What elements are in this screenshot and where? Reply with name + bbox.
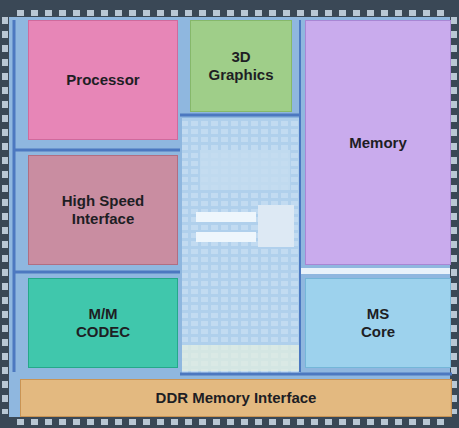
block-label: MS Core [354, 305, 402, 341]
graphics-block: 3D Graphics [190, 20, 292, 112]
block-label: High Speed Interface [48, 192, 158, 228]
block-label: Processor [66, 71, 139, 89]
logic-block [196, 212, 256, 222]
bond-pads [2, 14, 8, 414]
block-label: DDR Memory Interface [156, 389, 317, 407]
logic-area [182, 118, 300, 373]
bus-line [299, 20, 301, 372]
bond-pads [12, 10, 448, 16]
bus-line [14, 149, 180, 152]
processor-block: Processor [28, 20, 178, 140]
logic-block [200, 150, 290, 190]
bus-line [180, 373, 452, 376]
bond-pads [12, 419, 448, 425]
memory-block: Memory [305, 20, 451, 265]
bus-line [300, 268, 450, 274]
block-label: M/M CODEC [72, 305, 134, 341]
logic-block [258, 205, 294, 247]
bus-line [180, 114, 300, 117]
interface-block: High Speed Interface [28, 155, 178, 265]
logic-block [196, 232, 256, 242]
bus-line [13, 20, 16, 372]
ddr-interface-block: DDR Memory Interface [20, 379, 452, 417]
codec-block: M/M CODEC [28, 278, 178, 368]
block-label: 3D Graphics [201, 48, 281, 84]
block-label: Memory [349, 134, 407, 152]
die-core [9, 17, 450, 417]
bus-line [14, 271, 180, 274]
core-block: MS Core [305, 278, 451, 368]
logic-block [182, 345, 300, 371]
bond-pads [451, 14, 457, 414]
